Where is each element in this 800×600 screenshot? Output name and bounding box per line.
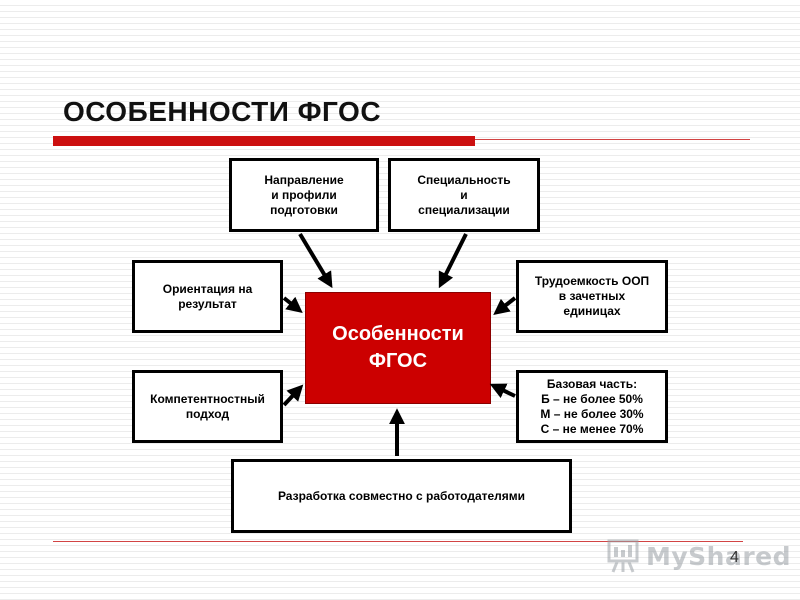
title-underline-rule (475, 139, 750, 140)
box-base-part: Базовая часть: Б – не более 50% М – не б… (516, 370, 668, 443)
presentation-icon (607, 539, 639, 573)
footer-rule (53, 541, 743, 542)
center-node: Особенности ФГОС (305, 292, 491, 404)
box-direction-profiles: Направление и профили подготовки (229, 158, 379, 232)
box-employer-development: Разработка совместно с работодателями (231, 459, 572, 533)
title-underline-bar (53, 136, 475, 146)
slide-title: ОСОБЕННОСТИ ФГОС (63, 96, 382, 127)
watermark-text: MyShared (646, 542, 792, 571)
box-specialty: Специальность и специализации (388, 158, 540, 232)
box-credit-units: Трудоемкость ООП в зачетных единицах (516, 260, 668, 333)
box-result-orientation: Ориентация на результат (132, 260, 283, 333)
page-number: 4 (730, 549, 739, 566)
watermark-logo: MyShared (606, 538, 791, 574)
box-competence-approach: Компетентностный подход (132, 370, 283, 443)
